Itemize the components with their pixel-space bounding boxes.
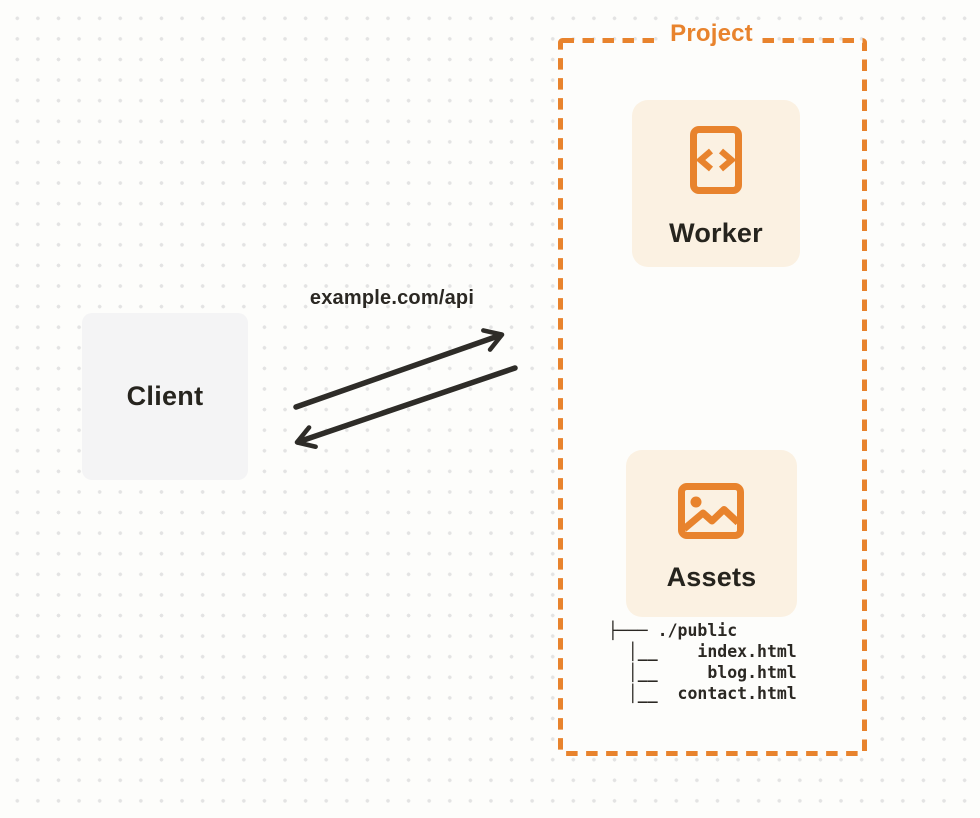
response-arrow bbox=[294, 365, 518, 450]
file-tree-root: ├─── ./public bbox=[608, 621, 738, 640]
assets-node-label: Assets bbox=[666, 562, 757, 592]
assets-node: Assets bbox=[626, 450, 797, 617]
worker-node-label: Worker bbox=[669, 218, 763, 248]
file-tree-item: │__ contact.html bbox=[608, 684, 797, 703]
client-node: Client bbox=[82, 313, 248, 480]
file-tree-item: │__ blog.html bbox=[608, 663, 797, 682]
file-tree-item: │__ index.html bbox=[608, 642, 797, 661]
client-node-label: Client bbox=[126, 381, 204, 411]
request-url-label: example.com/api bbox=[309, 287, 475, 309]
assets-file-tree: ├─── ./public │__ index.html │__ blog.ht… bbox=[608, 620, 797, 704]
project-group-label-text: Project bbox=[661, 20, 762, 48]
request-arrow bbox=[293, 328, 505, 410]
code-document-icon bbox=[690, 126, 742, 199]
worker-node: Worker bbox=[632, 100, 800, 267]
image-icon bbox=[678, 483, 744, 544]
project-group-label: Project bbox=[558, 20, 865, 48]
